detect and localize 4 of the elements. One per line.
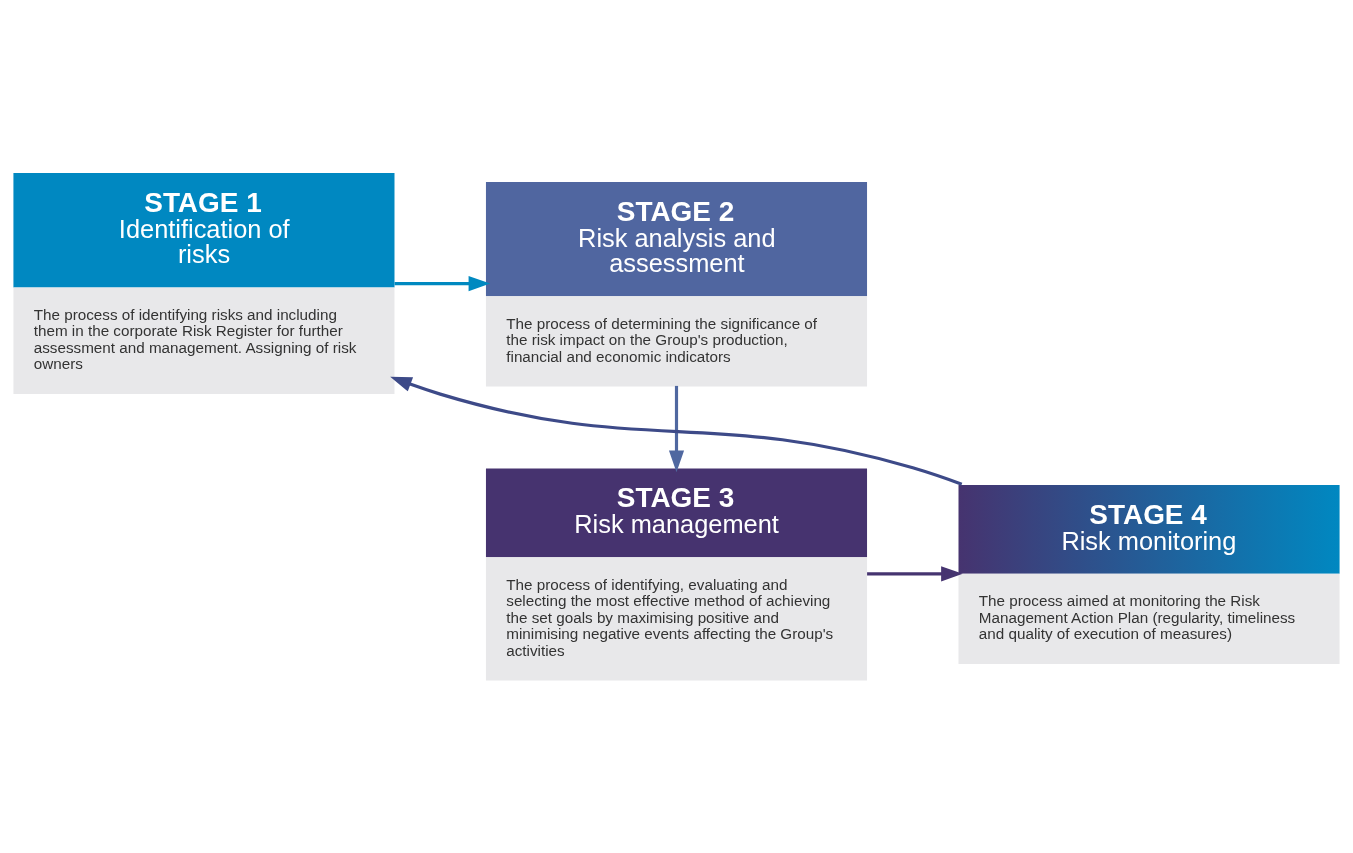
- arrow: [394, 276, 491, 292]
- arrow: [668, 385, 685, 473]
- arrow: [867, 566, 963, 582]
- arrow: [390, 376, 963, 486]
